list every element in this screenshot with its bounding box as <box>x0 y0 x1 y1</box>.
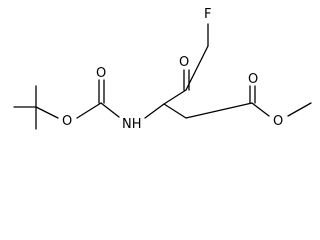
atom-label-carbamate-carbonyl-oxygen: O <box>96 66 106 81</box>
bond-nh-to-ch <box>144 103 165 119</box>
bond-o-to-carbamate-c <box>76 102 102 119</box>
bond-o-to-methyl <box>287 102 312 117</box>
atom-label-carbamate-ether-oxygen: O <box>62 114 72 129</box>
atom-label-ketone-oxygen: O <box>179 55 189 70</box>
bond-carbamate-c-to-nh <box>100 102 120 118</box>
bond-ester-c-to-o <box>251 102 270 117</box>
bond-ch2-to-ester-c <box>185 102 253 119</box>
bond-ch-to-ch2 <box>163 103 187 119</box>
atom-label-fluorine: F <box>204 7 211 22</box>
bond-ketone-c-to-ch2f <box>185 45 209 91</box>
atom-label-ester-carbonyl-oxygen: O <box>248 72 258 87</box>
atom-label-amine-nh: NH <box>122 117 142 132</box>
bond-ch-to-ketone-c <box>163 89 187 105</box>
atom-label-ester-ether-oxygen: O <box>273 114 283 129</box>
structure-diagram: F O O O O O NH <box>13 7 312 132</box>
bond-tbu-c1-to-oxygen <box>35 106 59 119</box>
skeletal-formula: F O O O O O NH <box>13 7 312 132</box>
